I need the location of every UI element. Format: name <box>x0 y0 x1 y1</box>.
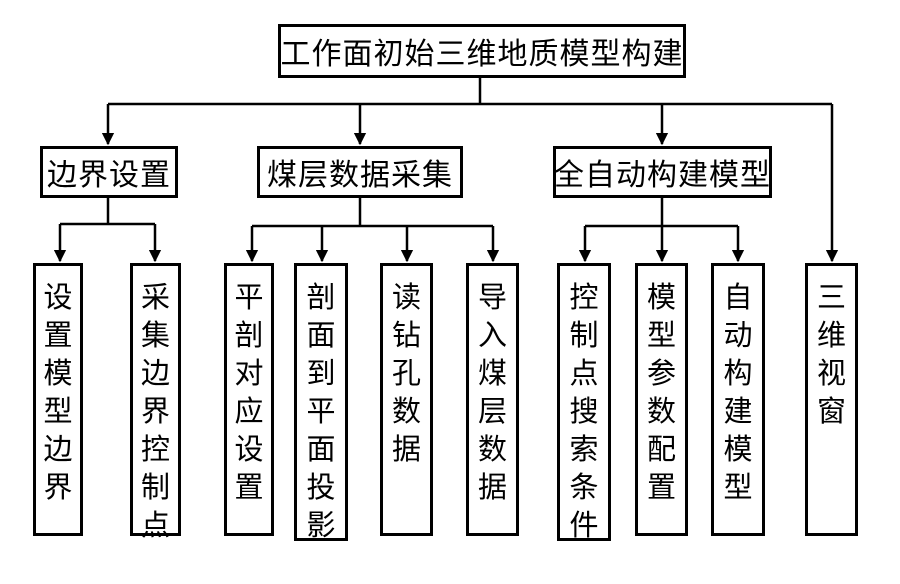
leaf-plan-section-setting: 平剖对应设置 <box>224 263 274 536</box>
leaf-section-projection: 剖面到平面投影 <box>294 263 348 542</box>
node-boundary-setting: 边界设置 <box>40 146 178 198</box>
node-3d-view-window: 三维视窗 <box>805 263 858 536</box>
leaf-control-point-search: 控制点搜索条件 <box>557 263 611 542</box>
leaf-auto-build-model: 自动构建模型 <box>711 263 765 536</box>
root-node: 工作面初始三维地质模型构建 <box>278 24 686 78</box>
leaf-read-borehole-data: 读钻孔数据 <box>380 263 433 536</box>
leaf-model-parameter-config: 模型参数配置 <box>635 263 688 536</box>
leaf-import-seam-data: 导入煤层数据 <box>466 263 519 536</box>
leaf-collect-boundary-points: 采集边界控制点 <box>130 263 181 542</box>
node-auto-build-model: 全自动构建模型 <box>553 146 772 198</box>
leaf-set-model-boundary: 设置模型边界 <box>33 263 83 536</box>
node-seam-data-collection: 煤层数据采集 <box>257 146 463 198</box>
